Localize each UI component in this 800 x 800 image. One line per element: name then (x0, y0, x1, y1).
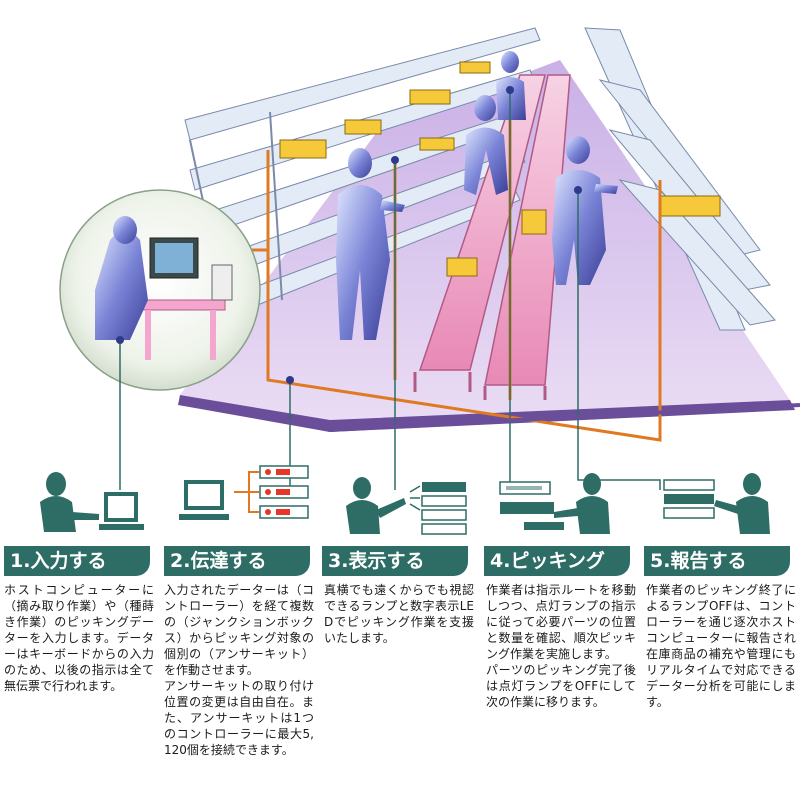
step-1-paragraph: ホストコンピューターに（摘み取り作業）や（種蒔き作業）のピッキングデーターを入力… (4, 583, 154, 693)
step-3-paragraph: 真横でも遠くからでも視認できるランプと数字表示LEDでピッキング作業を支援いたし… (324, 583, 474, 645)
operator-circle (59, 189, 261, 391)
step-2-label: 2.伝達する (164, 546, 310, 576)
step-3-label: 3.表示する (322, 546, 468, 576)
conveyor-left (413, 74, 546, 392)
lamp-display-icon (346, 477, 467, 535)
step-5-description: 作業者のピッキング終了によるランプOFFは、コントローラーを通じ逐次ホストコンピ… (646, 582, 796, 710)
leader-dots (116, 86, 582, 384)
step-1-label: 1.入力する (4, 546, 150, 576)
report-icon (663, 473, 770, 534)
worker-picking-icon (499, 473, 610, 534)
step-4-label: 4.ピッキング (484, 546, 630, 576)
step-2-description: 入力されたデーターは（コントローラー）を経て複数の（ジャンクションボックス）から… (164, 582, 314, 758)
step-1-description: ホストコンピューターに（摘み取り作業）や（種蒔き作業）のピッキングデーターを入力… (4, 582, 154, 694)
step-3-description: 真横でも遠くからでも視認できるランプと数字表示LEDでピッキング作業を支援いたし… (324, 582, 474, 646)
conveyor-right (483, 74, 571, 400)
step-4-description: 作業者は指示ルートを移動しつつ、点灯ランプの指示に従って必要パーツの位置と数量を… (486, 582, 636, 710)
worker-figure (336, 51, 618, 340)
step-5-label: 5.報告する (644, 546, 790, 576)
step-4-paragraph-1: 作業者は指示ルートを移動しつつ、点灯ランプの指示に従って必要パーツの位置と数量を… (486, 583, 636, 661)
floor-outline (179, 398, 800, 433)
step-4-paragraph-2: パーツのピッキング完了後は点灯ランプをOFFにして次の作業に移ります。 (486, 663, 636, 709)
step-2-paragraph-1: 入力されたデーターは（コントローラー）を経て複数の（ジャンクションボックス）から… (164, 583, 314, 677)
controller-junction-icon (179, 465, 309, 520)
step-2-paragraph-2: アンサーキットの取り付け位置の変更は自由自在。また、アンサーキットは1つのコント… (164, 679, 314, 757)
operator-at-computer-icon (40, 472, 144, 532)
step-5-paragraph: 作業者のピッキング終了によるランプOFFは、コントローラーを通じ逐次ホストコンピ… (646, 583, 796, 709)
